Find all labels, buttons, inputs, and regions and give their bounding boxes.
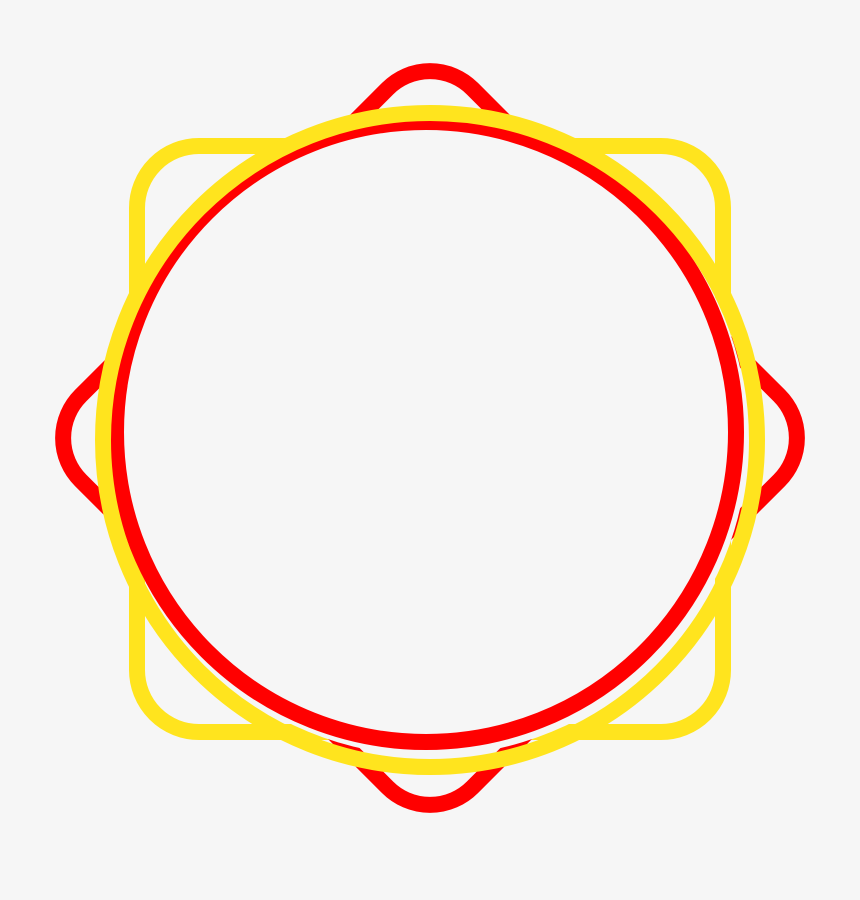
yellow-circle — [95, 105, 765, 775]
inner-fill — [112, 120, 748, 756]
red-circle — [108, 114, 744, 750]
